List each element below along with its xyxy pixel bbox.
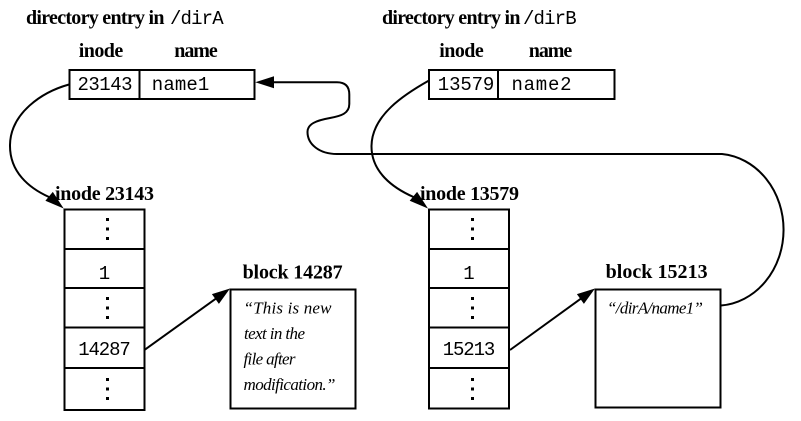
svg-text:name2: name2 [512,74,572,96]
svg-text:file after: file after [244,350,296,369]
svg-text:directory entry in: directory entry in [26,7,165,29]
svg-text:“/dirA/name1”: “/dirA/name1” [607,299,703,318]
svg-text:block 15213: block 15213 [606,261,708,283]
svg-text:name1: name1 [152,74,210,96]
svg-text:directory entry in: directory entry in [382,7,521,29]
svg-text:23143: 23143 [78,74,133,96]
svg-text:text in the: text in the [244,324,305,343]
svg-text:14287: 14287 [78,339,131,361]
svg-text:1: 1 [99,263,110,285]
svg-text:name: name [529,40,573,62]
svg-text:13579: 13579 [438,74,495,96]
svg-text:1: 1 [463,263,474,285]
svg-text:inode 23143: inode 23143 [55,183,154,205]
svg-text:15213: 15213 [443,339,496,361]
svg-text:modification.”: modification.” [244,375,336,394]
svg-text:/dirA: /dirA [170,8,224,30]
svg-text:block 14287: block 14287 [243,262,343,284]
svg-text:inode 13579: inode 13579 [420,183,519,205]
svg-text:name: name [174,40,218,62]
svg-text:inode: inode [439,40,484,62]
svg-text:inode: inode [79,40,124,62]
svg-text:“This is new: “This is new [244,299,333,318]
svg-text:/dirB: /dirB [523,8,577,30]
